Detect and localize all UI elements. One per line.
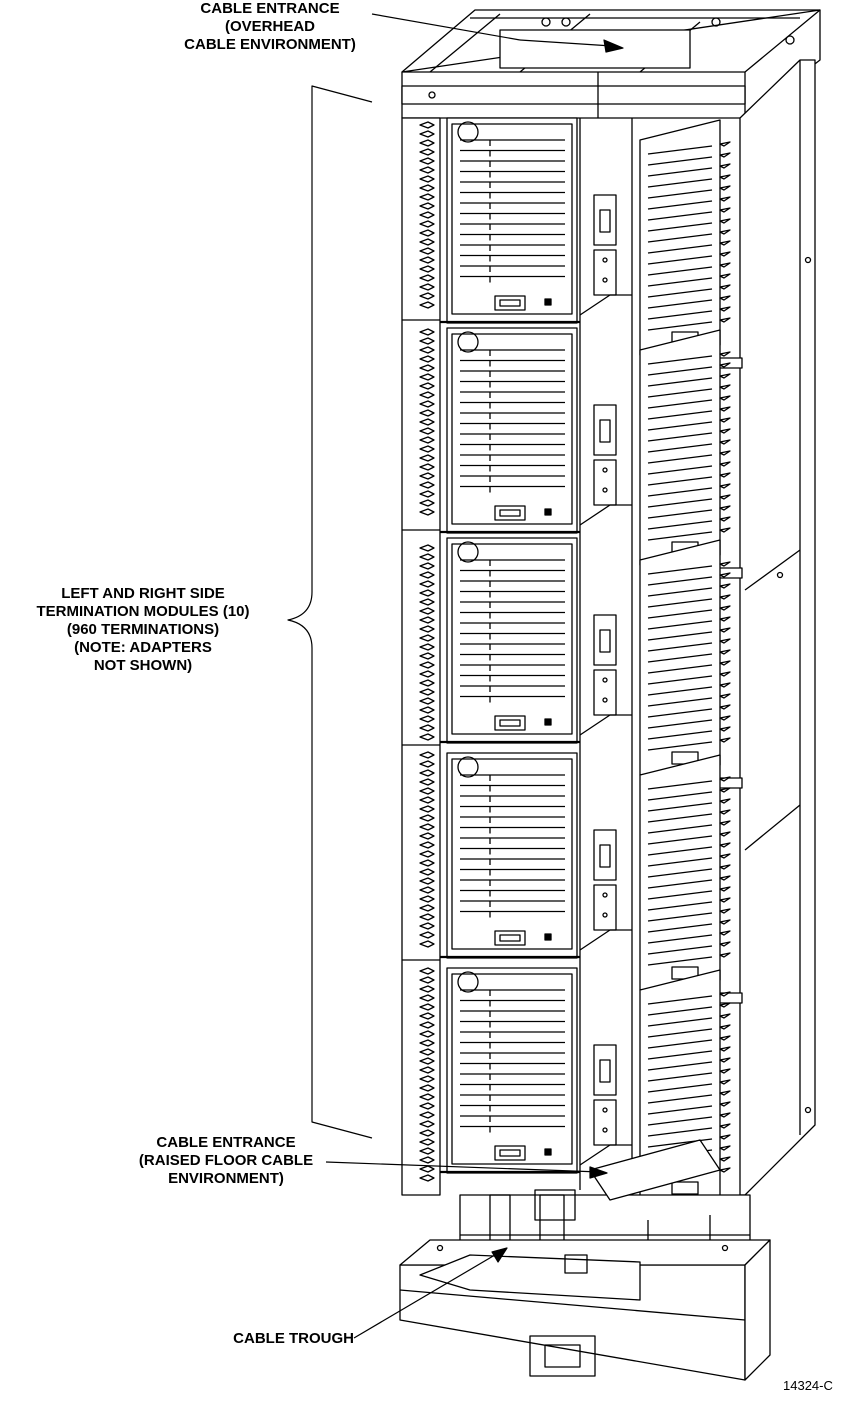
raised-floor-cable-entrance-label: CABLE ENTRANCE (RAISED FLOOR CABLE ENVIR… (126, 1134, 326, 1188)
cable-trough (399, 1239, 771, 1381)
figure-number: 14324-C (783, 1378, 833, 1393)
center-brackets (579, 194, 632, 1166)
leader-lines (287, 13, 624, 1339)
modules-line-3: (960 TERMINATIONS) (66, 621, 220, 638)
bottom-entrance-line-2: (RAISED FLOOR CABLE (138, 1152, 314, 1169)
left-module (440, 967, 580, 1174)
left-cable-combs (419, 121, 435, 1182)
top-entrance-line-3: CABLE ENVIRONMENT) (184, 36, 356, 53)
bottom-entrance-line-3: ENVIRONMENT) (168, 1170, 284, 1187)
right-module (639, 119, 743, 369)
right-module (639, 754, 743, 1004)
left-module (440, 752, 580, 959)
top-header (401, 9, 821, 119)
modules-line-5: NOT SHOWN) (93, 657, 193, 674)
bottom-entrance-line-1: CABLE ENTRANCE (156, 1134, 296, 1151)
trough-text: CABLE TROUGH (233, 1330, 354, 1347)
left-module (440, 117, 580, 324)
right-termination-modules (639, 119, 743, 1219)
left-module (440, 537, 580, 744)
top-entrance-line-2: (OVERHEAD (224, 18, 315, 35)
left-module (440, 327, 580, 534)
modules-line-1: LEFT AND RIGHT SIDE (61, 585, 225, 602)
center-channel (579, 72, 633, 1190)
cable-trough-label: CABLE TROUGH (186, 1330, 354, 1348)
top-cable-entrance-label: CABLE ENTRANCE (OVERHEAD CABLE ENVIRONME… (170, 0, 370, 54)
modules-line-2: TERMINATION MODULES (10) (36, 603, 250, 620)
right-module (639, 539, 743, 789)
modules-line-4: (NOTE: ADAPTERS (74, 639, 212, 656)
termination-modules-label: LEFT AND RIGHT SIDE TERMINATION MODULES … (0, 585, 286, 675)
right-module (639, 329, 743, 579)
top-entrance-line-1: CABLE ENTRANCE (200, 0, 340, 17)
left-termination-modules (440, 117, 580, 1174)
